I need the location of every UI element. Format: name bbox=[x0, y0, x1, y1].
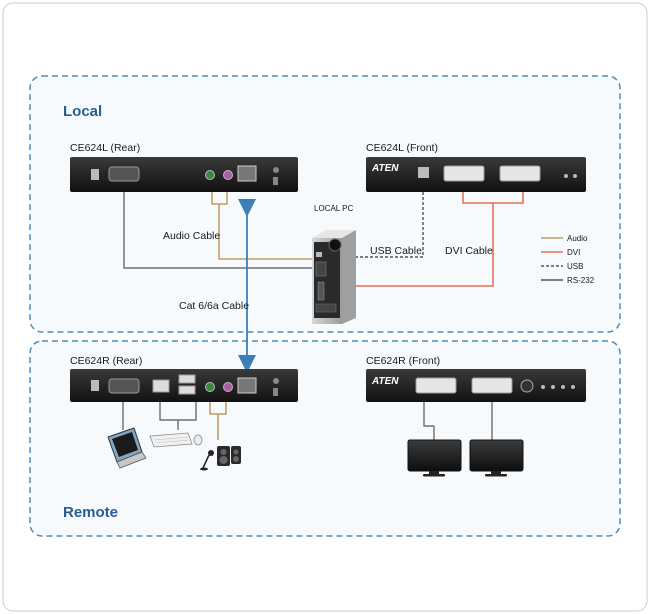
led-2 bbox=[551, 385, 555, 389]
usb-port-1 bbox=[152, 379, 170, 393]
dvi-cable-label: DVI Cable bbox=[445, 245, 493, 257]
serial-port bbox=[108, 378, 140, 394]
usb-port-2 bbox=[178, 374, 196, 384]
local-pc-label: LOCAL PC bbox=[314, 204, 353, 213]
select-button bbox=[520, 379, 534, 393]
remote-front-unit: ATEN bbox=[366, 369, 586, 402]
led-1 bbox=[541, 385, 545, 389]
audio-out-port bbox=[205, 170, 215, 180]
aten-logo: ATEN bbox=[371, 376, 399, 387]
mouse-icon bbox=[193, 434, 203, 446]
dvi-cable bbox=[326, 203, 494, 287]
monitor-icon-2 bbox=[469, 439, 524, 477]
touchscreen-icon bbox=[107, 427, 147, 469]
usb-cable-label: USB Cable bbox=[370, 245, 422, 257]
local-rear-unit bbox=[70, 157, 298, 192]
cat-cable-label: Cat 6/6a Cable bbox=[179, 300, 249, 312]
remote-front-label: CE624R (Front) bbox=[366, 355, 440, 367]
rj45-port bbox=[237, 165, 257, 182]
remote-dvi1-line bbox=[423, 401, 434, 427]
dvi-port-1 bbox=[443, 165, 485, 182]
remote-rear-unit bbox=[70, 369, 298, 402]
legend-label-dvi: DVI bbox=[567, 248, 580, 257]
dvi-port-2 bbox=[499, 165, 541, 182]
mic-port bbox=[223, 170, 233, 180]
switch bbox=[273, 388, 278, 396]
local-front-label: CE624L (Front) bbox=[366, 142, 438, 154]
local-zone-label: Local bbox=[63, 103, 102, 120]
ground-screw bbox=[273, 167, 279, 173]
local-front-unit: ATEN bbox=[366, 157, 586, 192]
monitor-icon-1 bbox=[407, 439, 462, 477]
local-pc bbox=[312, 230, 356, 324]
usb-port-3 bbox=[178, 385, 196, 395]
legend-label-rs-232: RS-232 bbox=[567, 276, 595, 285]
audio-cable-label: Audio Cable bbox=[163, 230, 220, 242]
led-1 bbox=[564, 174, 568, 178]
remote-zone-label: Remote bbox=[63, 504, 118, 521]
dvi-port-2 bbox=[471, 377, 513, 394]
led-4 bbox=[571, 385, 575, 389]
ground-screw bbox=[273, 378, 279, 384]
switch bbox=[273, 177, 278, 185]
remote-rear-label: CE624R (Rear) bbox=[70, 355, 142, 367]
rj45-port bbox=[237, 377, 257, 394]
dvi-port-1 bbox=[415, 377, 457, 394]
audio-cable bbox=[218, 204, 312, 260]
usb-b-port bbox=[418, 167, 429, 178]
power-port bbox=[91, 380, 99, 391]
local-rear-label: CE624L (Rear) bbox=[70, 142, 140, 154]
audio-out-port bbox=[205, 382, 215, 392]
led-3 bbox=[561, 385, 565, 389]
aten-logo: ATEN bbox=[371, 163, 399, 174]
legend-label-usb: USB bbox=[567, 262, 583, 271]
usb-cable bbox=[326, 192, 424, 258]
microphone-icon bbox=[200, 450, 214, 471]
legend-label-audio: Audio bbox=[567, 234, 588, 243]
mic-port bbox=[223, 382, 233, 392]
keyboard-icon bbox=[149, 432, 193, 448]
led-2 bbox=[573, 174, 577, 178]
speakers-icon bbox=[217, 446, 241, 466]
fan-icon bbox=[328, 238, 342, 252]
power-port bbox=[91, 169, 99, 180]
serial-port bbox=[108, 166, 140, 182]
